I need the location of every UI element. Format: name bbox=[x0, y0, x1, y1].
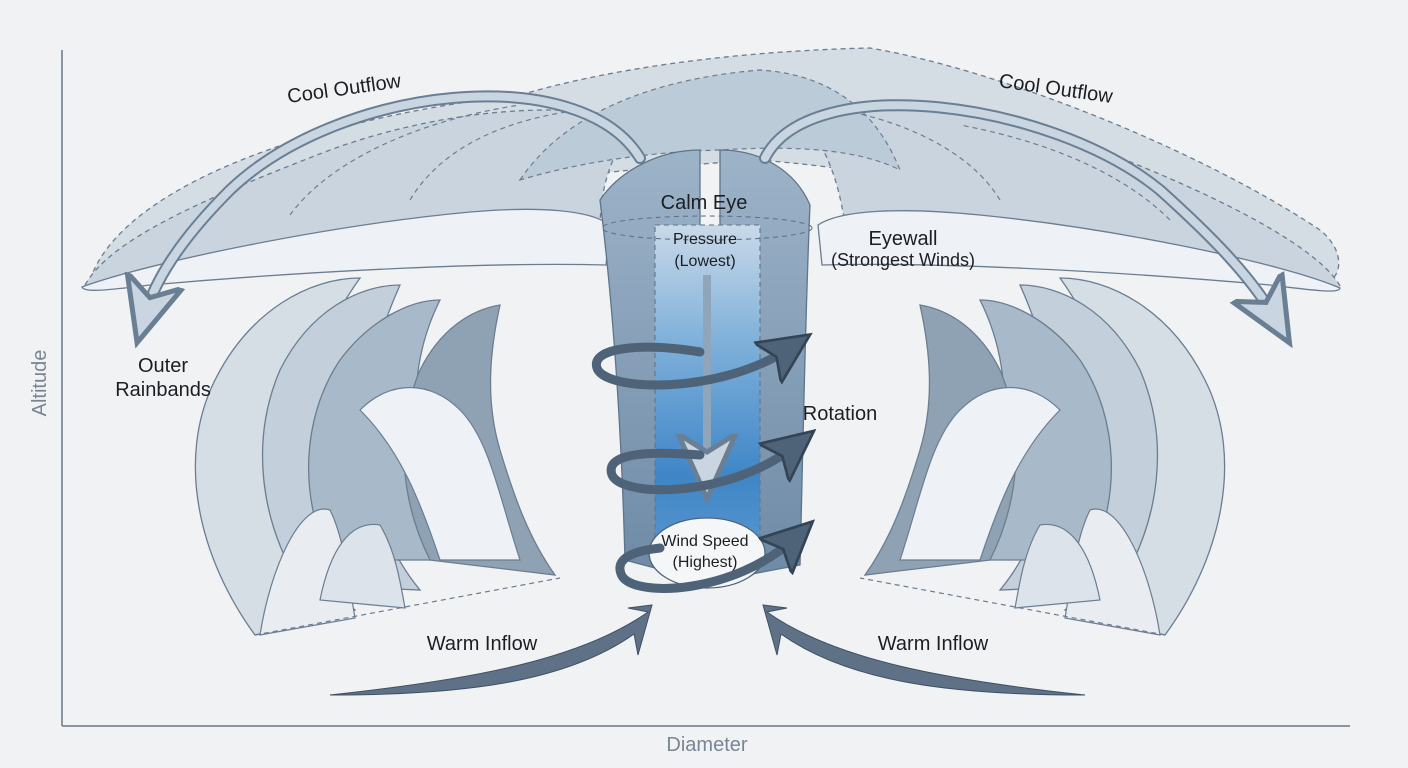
outflow-arrows bbox=[145, 90, 1275, 318]
x-axis-label: Diameter bbox=[666, 734, 747, 756]
rotation-arrow-middle bbox=[606, 446, 795, 495]
eyewall-label-line2: (Strongest Winds) bbox=[831, 250, 975, 270]
outflow-arrow-left-fill bbox=[145, 92, 644, 315]
rotation-arrow-bottom bbox=[615, 538, 795, 593]
canopy-dashed-arc-2 bbox=[409, 109, 581, 201]
pressure-label-line2: (Lowest) bbox=[674, 253, 735, 270]
calm-eye-label: Calm Eye bbox=[661, 192, 748, 214]
y-axis-label: Altitude bbox=[29, 350, 51, 417]
left-band-inner-hole bbox=[359, 386, 521, 561]
inflow-arrows bbox=[329, 604, 1086, 696]
axes: Diameter Altitude bbox=[29, 50, 1350, 756]
canopy-dashed-arc-4 bbox=[959, 124, 1171, 221]
wind-speed-label-line1: Wind Speed bbox=[661, 533, 748, 550]
eyewall bbox=[599, 149, 813, 589]
warm-inflow-right-label: Warm Inflow bbox=[878, 633, 989, 655]
left-band-base-2 bbox=[319, 523, 406, 609]
eyewall-label-line1: Eyewall bbox=[869, 228, 938, 250]
left-base-dashed bbox=[254, 577, 561, 636]
outer-rainbands-label-line2: Rainbands bbox=[115, 379, 211, 401]
rotation-arrows bbox=[591, 347, 795, 593]
canopy-dashed-arc-3 bbox=[839, 109, 1001, 201]
eye-bottom-opening bbox=[648, 517, 766, 589]
warm-inflow-left-label: Warm Inflow bbox=[427, 633, 538, 655]
wind-speed-label-line2: (Highest) bbox=[673, 554, 738, 571]
inflow-arrow-left bbox=[329, 604, 653, 696]
canopy-dashed-arc-1 bbox=[289, 104, 521, 216]
right-band-base-2 bbox=[1014, 523, 1101, 609]
inflow-arrow-right bbox=[762, 604, 1086, 696]
pressure-label-line1: Pressure bbox=[673, 231, 737, 248]
cool-outflow-left-label: Cool Outflow bbox=[286, 70, 403, 108]
rotation-label: Rotation bbox=[803, 403, 878, 425]
eye-top-rim bbox=[601, 215, 813, 241]
right-rainbands bbox=[859, 277, 1226, 636]
canopy-right-lobe bbox=[798, 107, 1341, 288]
outer-rainbands-label-line1: Outer bbox=[138, 355, 188, 377]
rotation-arrow-top bbox=[591, 347, 790, 390]
right-band-inner-hole bbox=[899, 386, 1061, 561]
right-base-dashed bbox=[859, 577, 1166, 636]
outflow-arrow-right-fill bbox=[761, 101, 1275, 318]
canopy-center-back bbox=[518, 69, 902, 182]
left-rainbands bbox=[194, 277, 561, 636]
